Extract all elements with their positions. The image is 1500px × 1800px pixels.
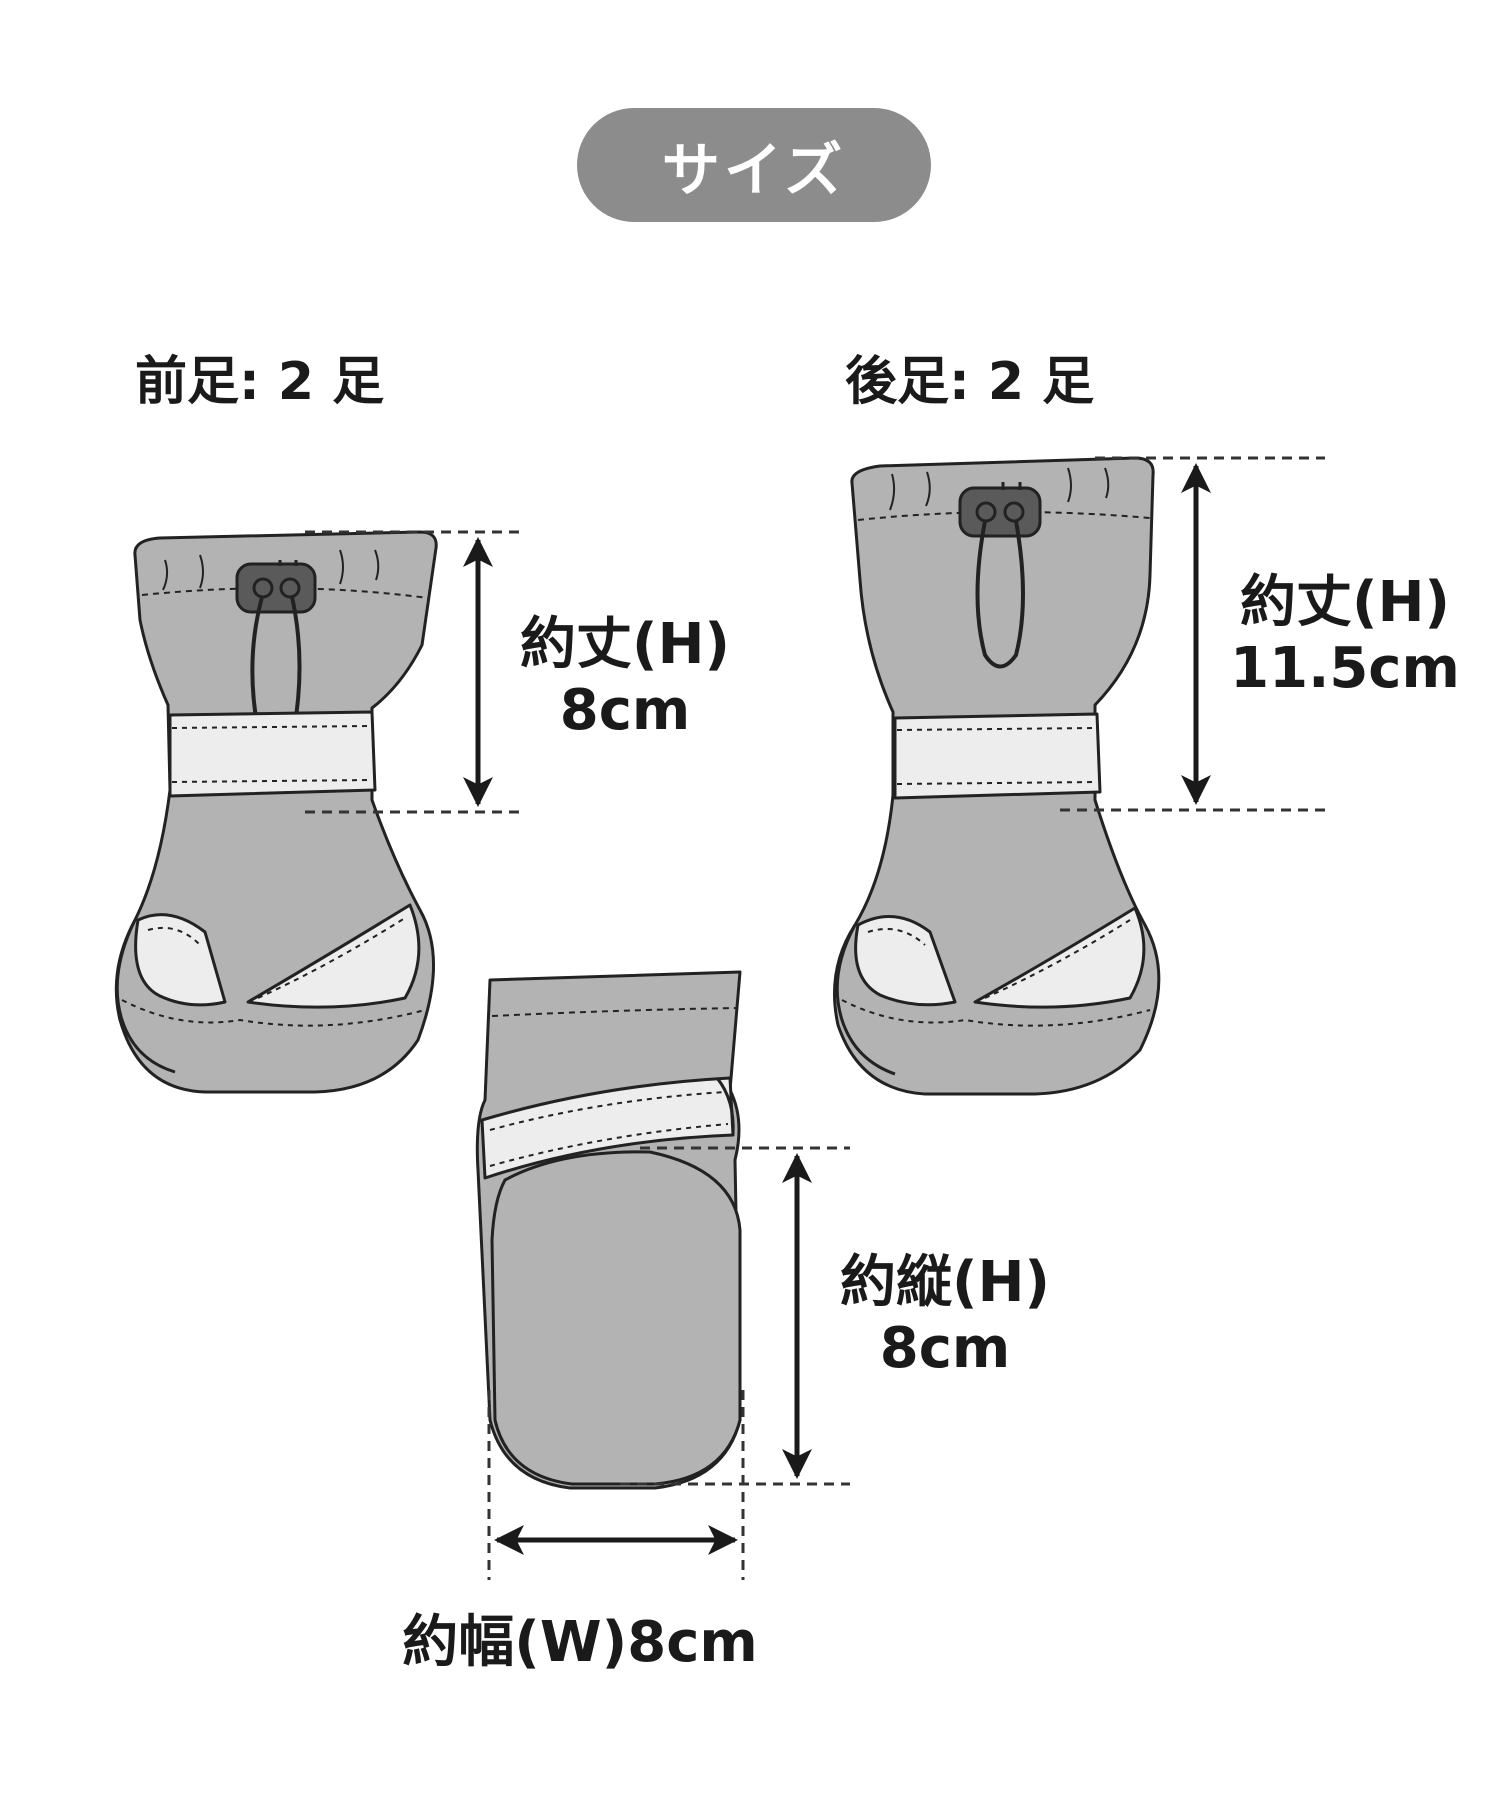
- sole-length-label: 約縦(H): [839, 1250, 1051, 1315]
- front-height-value: 8cm: [559, 678, 691, 744]
- rear-height-value: 11.5cm: [1230, 636, 1460, 702]
- rear-height-measurement: 約丈(H) 11.5cm: [1225, 570, 1465, 702]
- front-paws-heading: 前足: 2 足: [135, 352, 385, 412]
- front-boot-illustration: [114, 530, 438, 1094]
- sole-length-dimension: [620, 1146, 850, 1486]
- sole-width-dimension: [487, 1390, 745, 1580]
- sole-length-value: 8cm: [879, 1316, 1011, 1382]
- rear-height-dimension: [1060, 456, 1325, 812]
- front-height-dimension: [305, 530, 520, 814]
- sole-length-measurement: 約縦(H) 8cm: [825, 1250, 1065, 1382]
- size-title-badge: サイズ: [577, 108, 931, 222]
- rear-paws-heading: 後足: 2 足: [845, 352, 1095, 412]
- front-height-label: 約丈(H): [519, 612, 731, 677]
- rear-height-label: 約丈(H): [1239, 570, 1451, 635]
- sole-width-measurement: 約幅(W)8cm: [402, 1610, 758, 1675]
- front-height-measurement: 約丈(H) 8cm: [505, 612, 745, 744]
- sole-view-boot-illustration: [475, 970, 742, 1490]
- rear-boot-illustration: [833, 456, 1161, 1096]
